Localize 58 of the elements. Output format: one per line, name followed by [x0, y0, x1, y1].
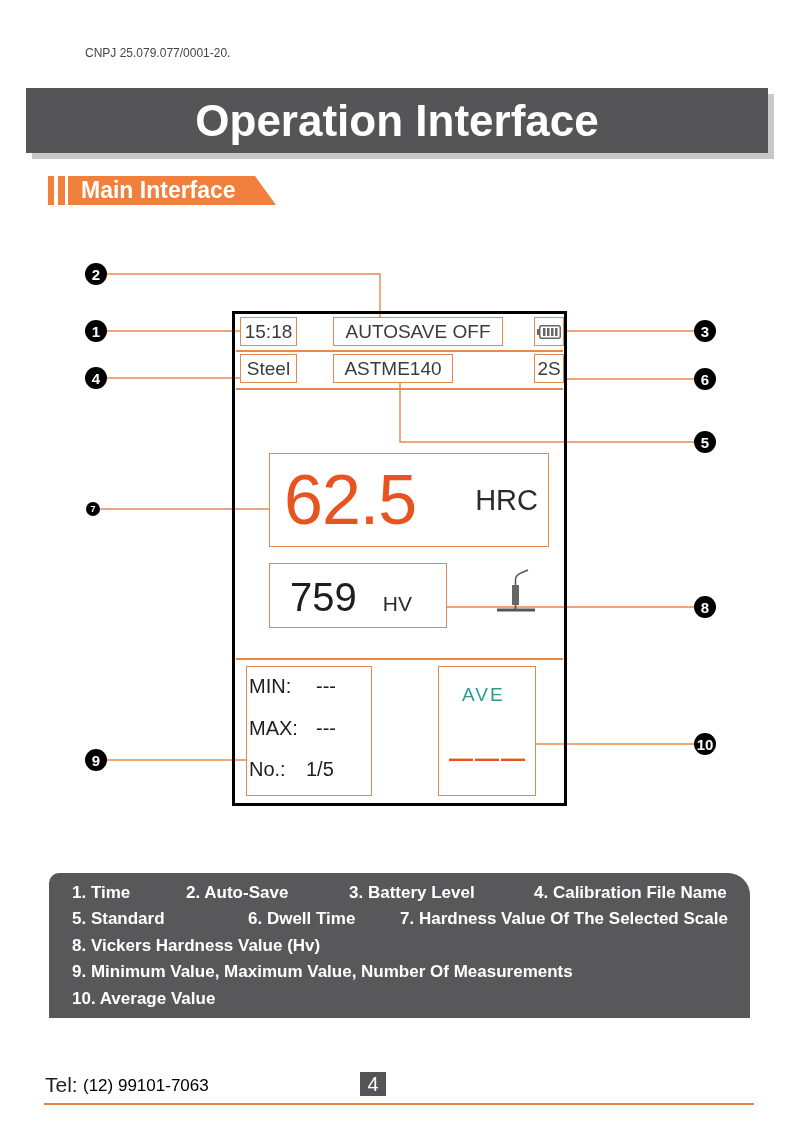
battery-indicator — [534, 317, 564, 346]
callout-number: 4 — [85, 367, 107, 389]
autosave-status: AUTOSAVE OFF — [333, 317, 503, 346]
leader-line — [535, 743, 695, 745]
stat-value: 1/5 — [306, 759, 334, 779]
vickers-value: 759 — [290, 577, 357, 617]
callout-number: 5 — [694, 431, 716, 453]
key-entry: 10. Average Value — [72, 989, 216, 1009]
stat-label: No.: — [249, 759, 286, 779]
hardness-readout-panel — [269, 453, 549, 547]
key-entry: 8. Vickers Hardness Value (Hv) — [72, 936, 321, 956]
callout-number: 9 — [85, 749, 107, 771]
key-entry: 5. Standard — [72, 909, 165, 929]
scale-label: HV — [382, 593, 412, 614]
hardness-value: 62.5 — [284, 465, 417, 535]
leader-line — [106, 377, 241, 379]
scale-label: HRC — [475, 485, 538, 515]
leader-line — [446, 606, 695, 608]
callout-number: 1 — [85, 320, 107, 342]
phone-label: Tel: — [45, 1074, 78, 1095]
callout-number: 2 — [85, 263, 107, 285]
phone-number: (12) 99101-7063 — [83, 1077, 209, 1094]
key-entry: 3. Battery Level — [349, 883, 475, 903]
callout-number: 3 — [694, 320, 716, 342]
key-entry: 6. Dwell Time — [248, 909, 356, 929]
key-entry: 7. Hardness Value Of The Selected Scale — [400, 909, 728, 929]
leader-line — [99, 508, 270, 510]
material-readout: Steel — [240, 354, 297, 383]
stat-label: MAX: — [249, 718, 298, 738]
time-readout: 15:18 — [240, 317, 297, 346]
key-entry: 4. Calibration File Name — [534, 883, 727, 903]
key-entry: 2. Auto-Save — [186, 883, 289, 903]
stat-label: MIN: — [249, 676, 292, 696]
key-entry: 9. Minimum Value, Maximum Value, Number Of Measurements — [72, 962, 573, 982]
leader-line — [399, 382, 695, 443]
key-panel — [49, 873, 750, 1018]
vickers-readout-panel — [269, 563, 447, 628]
callout-number: 10 — [694, 733, 716, 755]
device-screen — [232, 311, 567, 806]
registration-number: CNPJ 25.079.077/0001-20. — [85, 47, 231, 59]
callout-number: 8 — [694, 596, 716, 618]
dwell-time-readout: 2S — [534, 354, 564, 383]
section-banner: Main Interface — [68, 176, 276, 205]
key-entry: 1. Time — [72, 883, 131, 903]
callout-number: 7 — [86, 502, 100, 516]
stat-value: --- — [316, 718, 336, 738]
average-value: ——— — [449, 746, 527, 770]
title-banner: Operation Interface — [26, 88, 768, 153]
callout-number: 6 — [694, 368, 716, 390]
leader-line — [106, 273, 381, 318]
stat-value: --- — [316, 676, 336, 696]
standard-readout: ASTME140 — [333, 354, 453, 383]
leader-line — [106, 759, 247, 761]
average-panel — [438, 666, 536, 796]
average-label: AVE — [462, 685, 505, 704]
page-number: 4 — [360, 1072, 386, 1096]
statistics-panel — [246, 666, 372, 796]
leader-line — [106, 330, 241, 332]
